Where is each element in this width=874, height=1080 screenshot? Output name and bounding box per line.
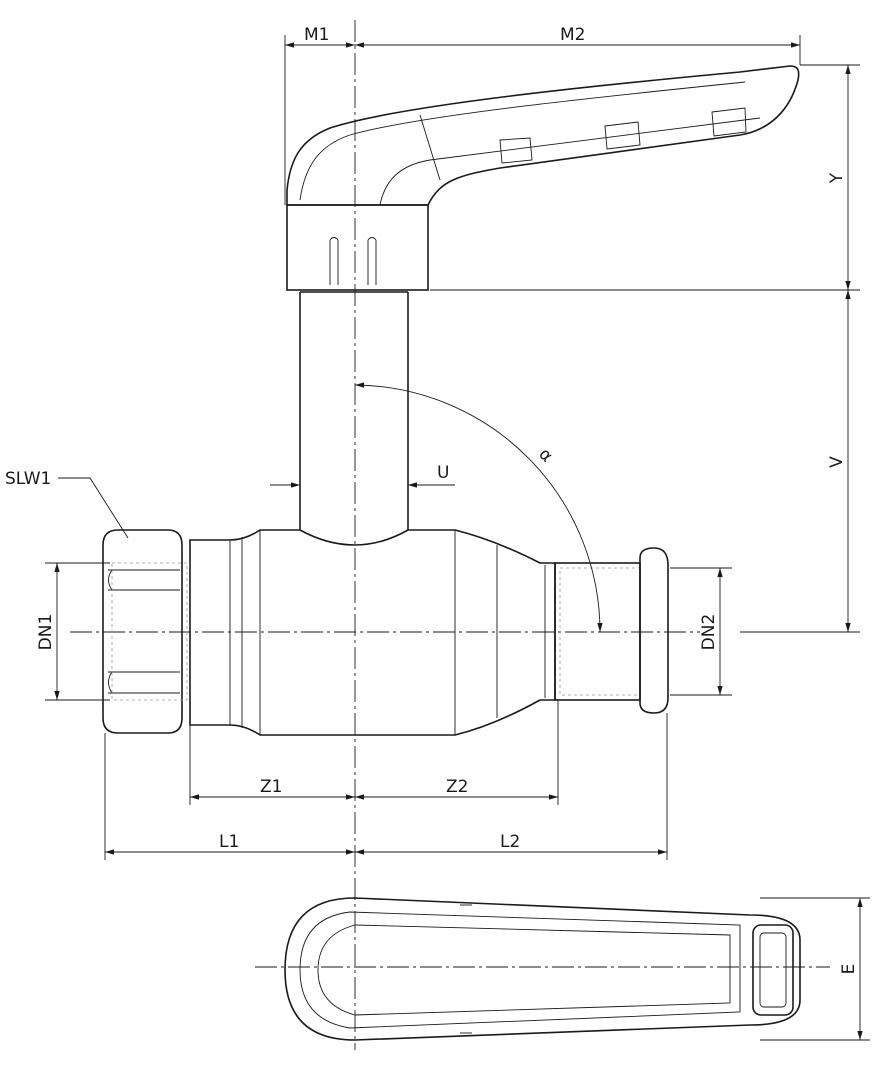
angle-label-alpha: α [534, 444, 556, 466]
dim-label-l1: L1 [219, 832, 239, 852]
label-slw1: SLW1 [5, 469, 51, 489]
dim-label-z1: Z1 [260, 777, 282, 797]
dim-label-z2: Z2 [446, 777, 468, 797]
stem [299, 291, 409, 530]
valve-body [102, 529, 669, 736]
dim-label-dn2: DN2 [699, 614, 719, 651]
dim-label-m2: M2 [560, 25, 585, 45]
dim-label-u: U [437, 463, 449, 483]
dimension-lines [54, 42, 863, 1040]
extension-lines [45, 35, 870, 1041]
dim-label-l2: L2 [500, 832, 520, 852]
dim-label-y: Y [827, 172, 847, 184]
dim-label-m1: M1 [304, 25, 329, 45]
dim-label-v: V [827, 456, 847, 468]
lever-handle [286, 65, 800, 291]
handle-top-view [284, 897, 801, 1041]
dim-label-dn1: DN1 [36, 614, 56, 651]
dim-label-e: E [839, 964, 859, 975]
